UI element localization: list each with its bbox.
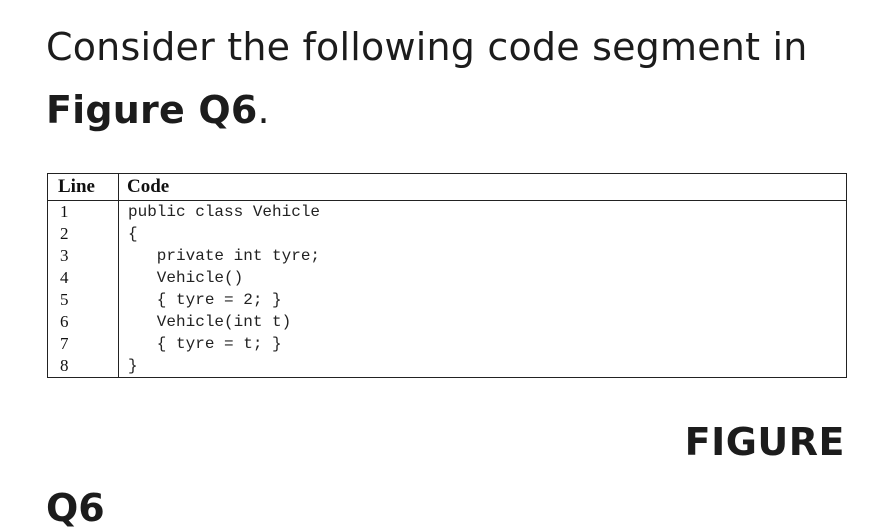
line-number: 8 bbox=[47, 355, 119, 378]
figure-label: FIGURE bbox=[684, 420, 845, 464]
table-row: 1 public class Vehicle bbox=[47, 200, 847, 223]
table-row: 2 { bbox=[47, 223, 847, 245]
code-table: Line Code 1 public class Vehicle 2 { 3 p… bbox=[47, 173, 847, 378]
code-line: Vehicle() bbox=[128, 269, 244, 287]
table-row: 3 private int tyre; bbox=[47, 245, 847, 267]
question-line-1: Consider the following code segment in bbox=[46, 25, 808, 69]
code-line: private int tyre; bbox=[128, 247, 321, 265]
line-number: 3 bbox=[47, 245, 119, 267]
code-line: { tyre = t; } bbox=[128, 335, 282, 353]
table-header-row: Line Code bbox=[47, 173, 847, 201]
code-line: Vehicle(int t) bbox=[128, 313, 292, 331]
code-line: } bbox=[128, 357, 138, 375]
table-row: 7 { tyre = t; } bbox=[47, 333, 847, 355]
figure-reference: Figure Q6 bbox=[46, 88, 258, 132]
question-period: . bbox=[257, 88, 270, 132]
line-number: 2 bbox=[47, 223, 119, 245]
line-number: 5 bbox=[47, 289, 119, 311]
code-column-header: Code bbox=[118, 173, 847, 201]
code-line: public class Vehicle bbox=[128, 203, 321, 221]
question-text: Consider the following code segment in F… bbox=[46, 16, 876, 142]
table-row: 4 Vehicle() bbox=[47, 267, 847, 289]
table-row: 8 } bbox=[47, 355, 847, 378]
line-number: 6 bbox=[47, 311, 119, 333]
line-number: 7 bbox=[47, 333, 119, 355]
table-row: 5 { tyre = 2; } bbox=[47, 289, 847, 311]
question-line-2: Figure Q6. bbox=[46, 79, 876, 142]
table-row: 6 Vehicle(int t) bbox=[47, 311, 847, 333]
line-column-header: Line bbox=[47, 173, 119, 201]
line-number: 4 bbox=[47, 267, 119, 289]
code-line: { bbox=[128, 225, 138, 243]
line-number: 1 bbox=[47, 200, 119, 223]
code-line: { tyre = 2; } bbox=[128, 291, 282, 309]
